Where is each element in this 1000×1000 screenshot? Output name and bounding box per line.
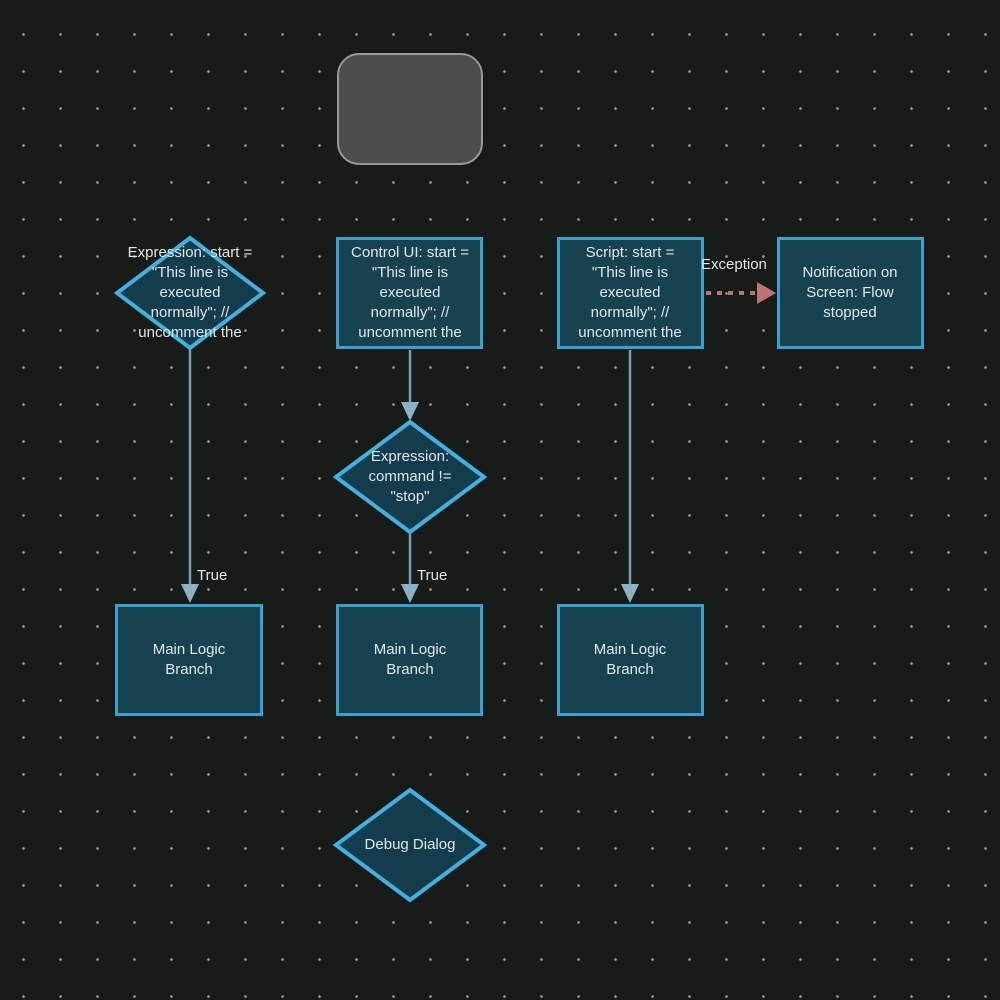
- node-script[interactable]: [557, 237, 704, 349]
- node-expression-command-label: Expression: command != "stop": [368, 448, 452, 505]
- arrowhead-down-icon: [621, 584, 639, 603]
- edge-controlui-to-command[interactable]: [401, 350, 419, 421]
- edge-label-true-1: True: [197, 567, 228, 584]
- node-expression-start-label: Expression: start = "This line is execut…: [127, 244, 253, 341]
- arrowhead-right-icon: [757, 282, 776, 304]
- node-notification[interactable]: [777, 237, 924, 349]
- node-main-logic-3[interactable]: [557, 604, 704, 716]
- node-expression-start-shape[interactable]: [113, 235, 267, 351]
- edge-command-to-main2[interactable]: [401, 532, 419, 603]
- node-control-ui[interactable]: [336, 237, 483, 349]
- node-main-logic-2[interactable]: [336, 604, 483, 716]
- node-debug-dialog-shape[interactable]: [332, 787, 488, 903]
- arrowhead-down-icon: [401, 584, 419, 603]
- node-start-block[interactable]: [337, 53, 483, 165]
- edge-label-exception: Exception: [701, 256, 767, 273]
- node-main-logic-1[interactable]: [115, 604, 263, 716]
- node-debug-dialog-label: Debug Dialog: [364, 836, 456, 853]
- edge-expression-to-main1[interactable]: [181, 348, 199, 603]
- edge-script-to-notification[interactable]: [706, 282, 776, 304]
- node-expression-command-shape[interactable]: [332, 419, 488, 535]
- arrowhead-down-icon: [181, 584, 199, 603]
- edge-label-true-2: True: [417, 567, 448, 584]
- arrowhead-down-icon: [401, 402, 419, 421]
- edge-script-to-main3[interactable]: [621, 350, 639, 603]
